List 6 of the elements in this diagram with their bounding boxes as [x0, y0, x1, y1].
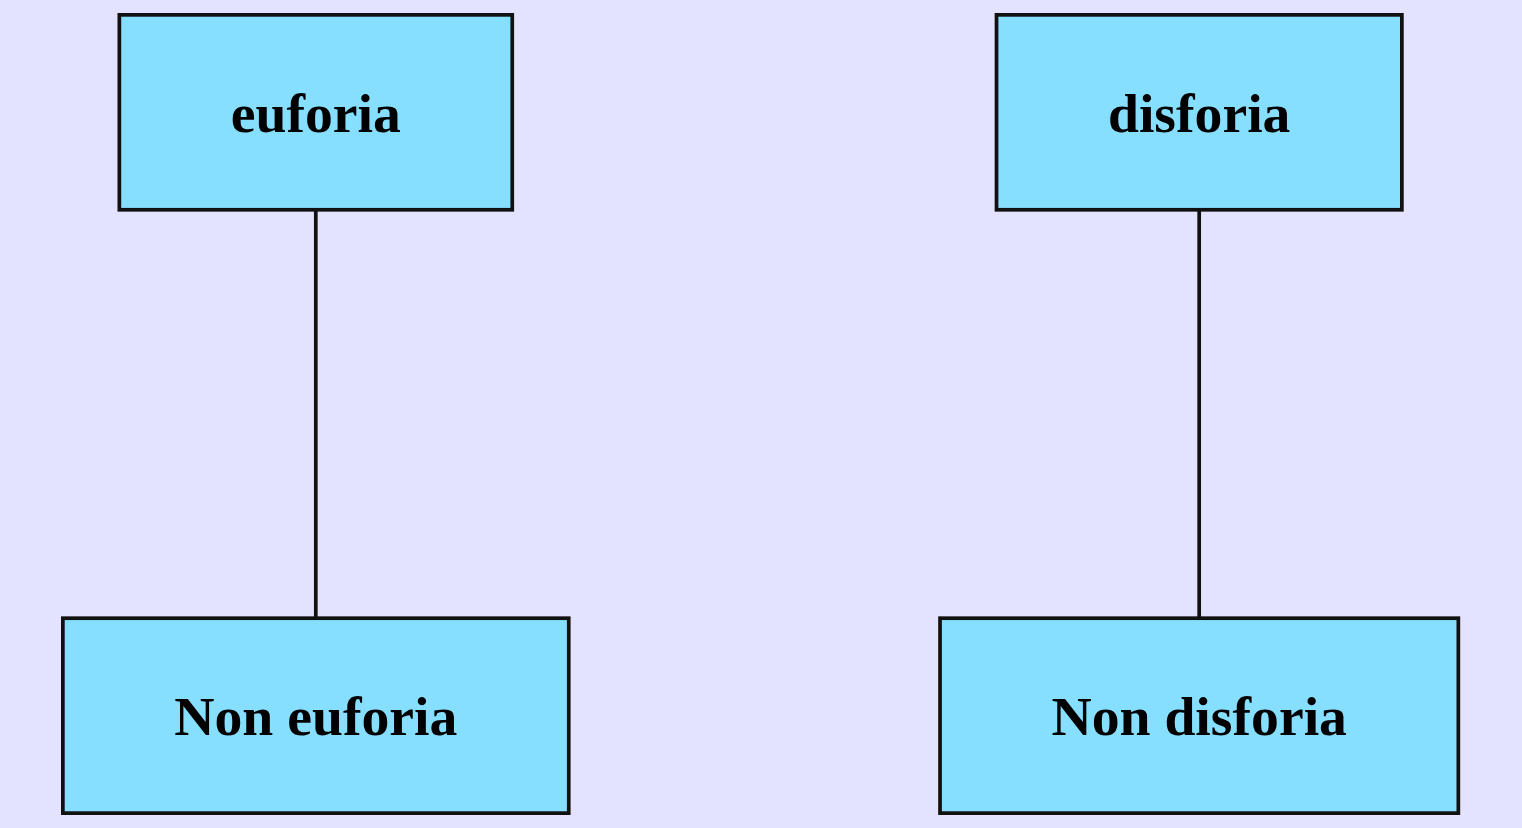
- node-box: disforia: [995, 13, 1405, 212]
- connector: [1197, 209, 1202, 619]
- node-box: euforia: [117, 13, 515, 212]
- node-box: Non disforia: [938, 616, 1461, 815]
- connector: [314, 209, 319, 619]
- node-box: Non euforia: [61, 616, 571, 815]
